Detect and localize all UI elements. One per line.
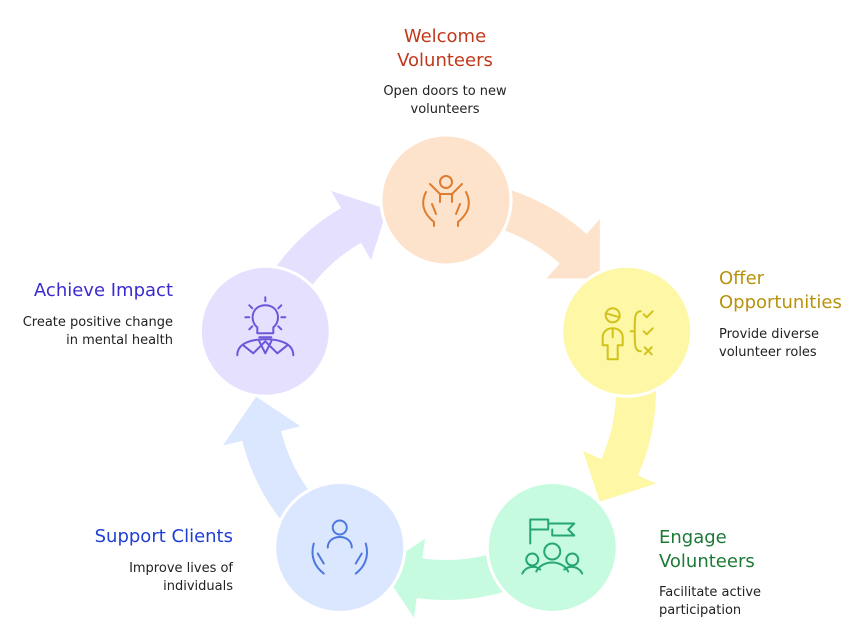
title-line: Achieve Impact bbox=[33, 280, 173, 301]
flow-arrow bbox=[267, 190, 388, 300]
welcoming-hands-icon bbox=[422, 175, 470, 227]
desc-line: Facilitate active bbox=[659, 585, 762, 600]
desc-line: Provide diverse bbox=[719, 327, 819, 342]
desc-line: Create positive change bbox=[22, 315, 173, 330]
desc-line: Open doors to new bbox=[383, 84, 507, 99]
step-node bbox=[485, 481, 619, 615]
title-line: Volunteers bbox=[659, 551, 755, 572]
person-checklist-icon bbox=[601, 307, 654, 361]
desc-line: individuals bbox=[163, 579, 233, 594]
step-title-achieve-impact: Achieve Impact bbox=[0, 279, 173, 303]
step-desc-welcome-volunteers: Open doors to new volunteers bbox=[345, 83, 545, 119]
lightbulb-person-icon bbox=[236, 296, 295, 357]
flag-group-icon bbox=[521, 518, 584, 575]
caring-hands-icon bbox=[311, 519, 369, 575]
step-title-welcome-volunteers: Welcome Volunteers bbox=[345, 25, 545, 73]
flow-arrow bbox=[583, 375, 657, 502]
step-node bbox=[198, 264, 332, 398]
title-line: Support Clients bbox=[94, 526, 233, 547]
desc-line: volunteers bbox=[410, 102, 480, 117]
title-line: Volunteers bbox=[397, 50, 493, 71]
title-line: Offer bbox=[719, 268, 765, 289]
step-circle bbox=[560, 264, 694, 398]
step-node bbox=[560, 264, 694, 398]
step-node bbox=[273, 481, 407, 615]
step-desc-achieve-impact: Create positive change in mental health bbox=[0, 314, 173, 350]
step-title-offer-opportunities: Offer Opportunities bbox=[719, 267, 857, 315]
flow-arrow bbox=[487, 186, 600, 279]
title-line: Engage bbox=[659, 527, 727, 548]
step-desc-engage-volunteers: Facilitate active participation bbox=[659, 584, 839, 620]
step-desc-offer-opportunities: Provide diverse volunteer roles bbox=[719, 326, 857, 362]
desc-line: volunteer roles bbox=[719, 345, 817, 360]
flow-arrow bbox=[222, 396, 320, 531]
desc-line: participation bbox=[659, 603, 742, 618]
title-line: Welcome bbox=[403, 26, 487, 47]
step-circle bbox=[485, 481, 619, 615]
title-line: Opportunities bbox=[719, 292, 842, 313]
step-circle bbox=[379, 133, 513, 267]
step-circle bbox=[198, 264, 332, 398]
step-title-engage-volunteers: Engage Volunteers bbox=[659, 526, 839, 574]
step-circle bbox=[273, 481, 407, 615]
desc-line: in mental health bbox=[66, 333, 173, 348]
step-desc-support-clients: Improve lives of individuals bbox=[13, 560, 233, 596]
step-title-support-clients: Support Clients bbox=[13, 525, 233, 549]
desc-line: Improve lives of bbox=[129, 561, 233, 576]
step-node bbox=[379, 133, 513, 267]
flow-arrow bbox=[381, 538, 518, 618]
